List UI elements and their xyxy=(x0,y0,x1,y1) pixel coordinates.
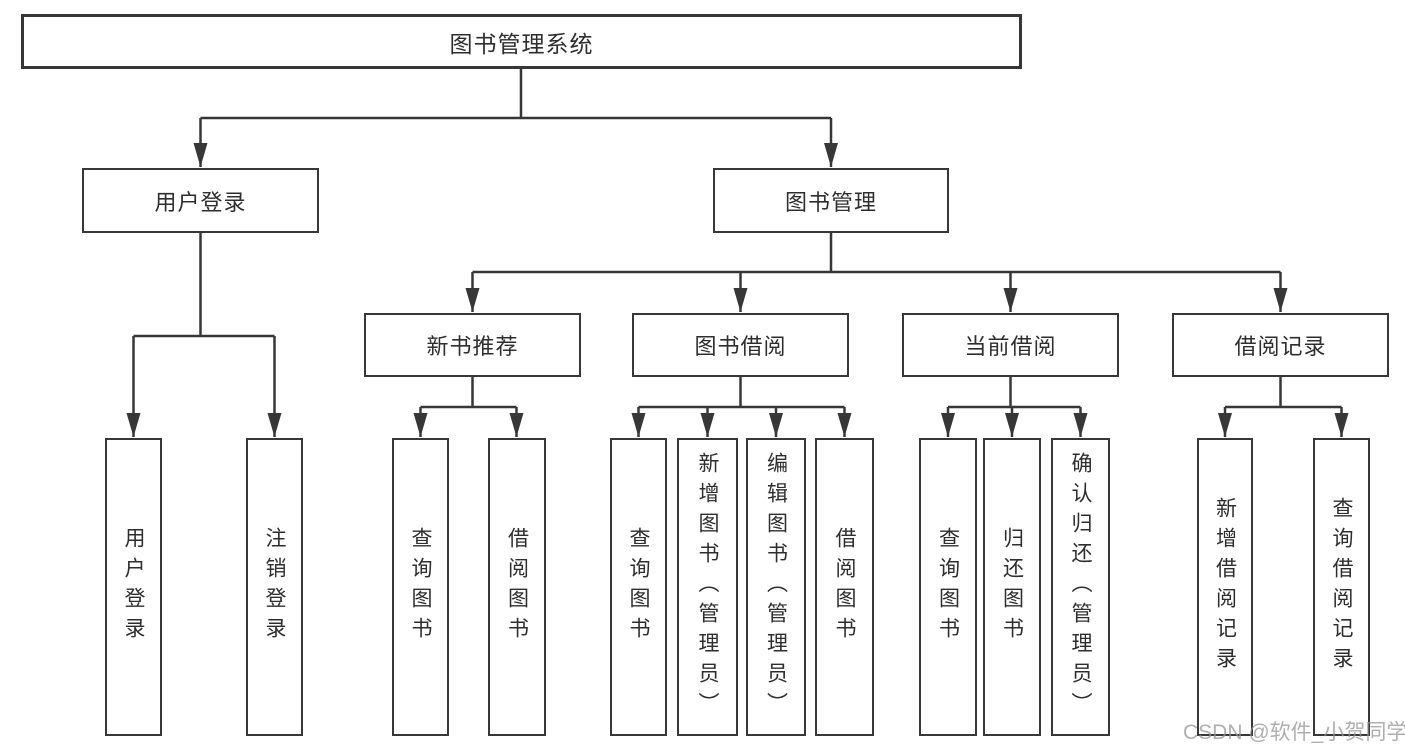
node-user-login: 用户登录 xyxy=(82,168,319,233)
leaf-edit-books-admin-label: 编辑图书（管理员） xyxy=(764,452,788,722)
leaf-query-books-current: 查询图书 xyxy=(919,438,977,736)
leaf-add-borrow-record: 新增借阅记录 xyxy=(1197,438,1253,736)
leaf-user-login-label: 用户登录 xyxy=(122,527,145,647)
leaf-borrow-books-recommend: 借阅图书 xyxy=(488,438,546,736)
leaf-query-books-borrow-label: 查询图书 xyxy=(627,527,650,647)
leaf-query-books-borrow: 查询图书 xyxy=(610,438,667,736)
leaf-add-books-admin: 新增图书（管理员） xyxy=(677,438,738,736)
leaf-logout: 注销登录 xyxy=(246,438,303,736)
leaf-edit-books-admin: 编辑图书（管理员） xyxy=(746,438,806,736)
leaf-query-books-recommend: 查询图书 xyxy=(392,438,449,736)
node-root: 图书管理系统 xyxy=(21,14,1022,69)
leaf-return-books: 归还图书 xyxy=(983,438,1041,736)
leaf-borrow-books-recommend-label: 借阅图书 xyxy=(505,527,529,647)
leaf-add-borrow-record-label: 新增借阅记录 xyxy=(1213,497,1237,677)
node-current-borrow: 当前借阅 xyxy=(902,313,1119,377)
node-book-management: 图书管理 xyxy=(713,168,949,233)
leaf-query-borrow-record: 查询借阅记录 xyxy=(1313,438,1370,736)
leaf-borrow-books: 借阅图书 xyxy=(815,438,874,736)
connector-lines xyxy=(133,69,1342,409)
node-book-borrow: 图书借阅 xyxy=(632,313,849,377)
leaf-borrow-books-label: 借阅图书 xyxy=(833,527,856,647)
leaf-query-books-current-label: 查询图书 xyxy=(936,527,960,647)
leaf-query-borrow-record-label: 查询借阅记录 xyxy=(1330,497,1353,677)
leaf-confirm-return-admin-label: 确认归还（管理员） xyxy=(1069,452,1092,722)
leaf-add-books-admin-label: 新增图书（管理员） xyxy=(696,452,719,722)
leaf-query-books-recommend-label: 查询图书 xyxy=(409,527,432,647)
leaf-user-login: 用户登录 xyxy=(105,438,162,736)
leaf-confirm-return-admin: 确认归还（管理员） xyxy=(1051,438,1110,736)
node-borrow-records: 借阅记录 xyxy=(1172,313,1389,377)
node-new-book-recommend: 新书推荐 xyxy=(364,313,581,377)
leaf-logout-label: 注销登录 xyxy=(263,527,286,647)
leaf-return-books-label: 归还图书 xyxy=(1000,527,1024,647)
connector-arrows xyxy=(126,118,1349,437)
